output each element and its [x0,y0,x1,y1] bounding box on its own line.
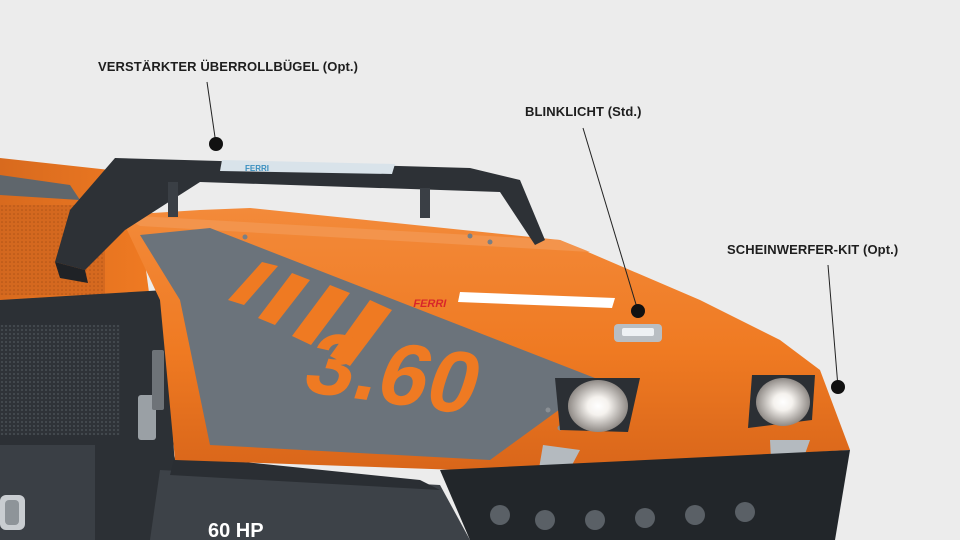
roll-bar: FERRI [55,158,545,283]
lower-front: 60 HP [150,455,470,540]
rollbar-marker [209,137,223,151]
flasher-marker [631,304,645,318]
power-badge: 60 HP [208,520,264,540]
flasher-callout: BLINKLICHT (Std.) [525,104,642,119]
rotor-area [440,450,850,540]
lights-marker [831,380,845,394]
brand-logo: FERRI [412,298,447,310]
hood: 3.60 FERRI [120,208,850,470]
rollbar-callout: VERSTÄRKTER ÜBERROLLBÜGEL (Opt.) [98,59,359,74]
svg-text:FERRI: FERRI [245,164,269,173]
model-number: 3.60 [294,314,494,433]
lights-callout: SCHEINWERFER-KIT (Opt.) [727,242,899,257]
side-body [0,158,175,540]
